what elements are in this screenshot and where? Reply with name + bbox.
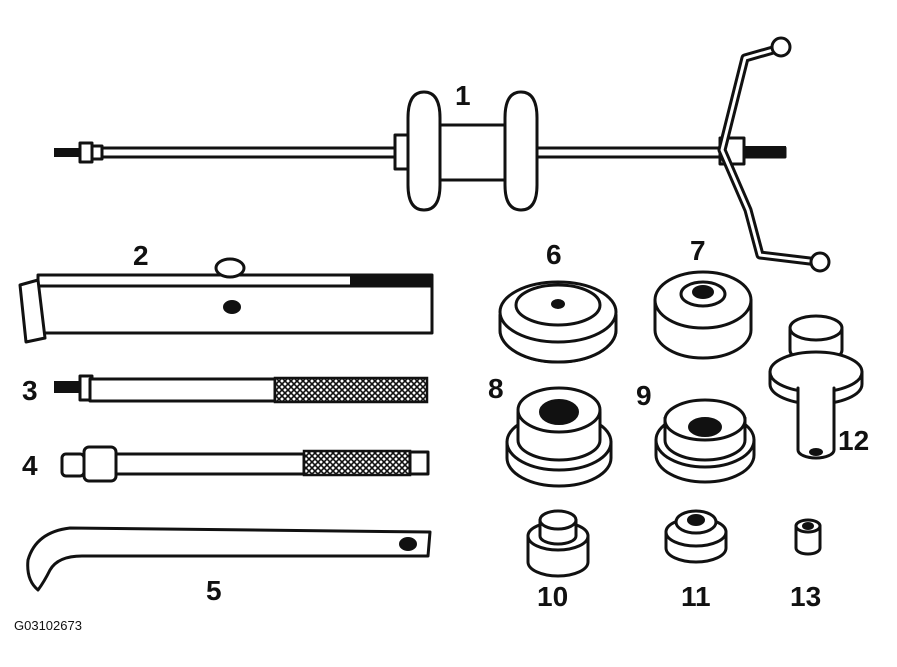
bushing-8 <box>505 386 613 488</box>
plug-10 <box>526 509 590 578</box>
extension-rod-nut <box>60 445 430 483</box>
label-part-4: 4 <box>22 450 38 481</box>
slide-hammer <box>54 36 831 273</box>
label-part-13: 13 <box>790 581 821 612</box>
label-part-5: 5 <box>206 575 222 606</box>
pin-12 <box>768 314 864 460</box>
label-part-12: 12 <box>838 425 869 456</box>
label-part-8: 8 <box>488 373 504 404</box>
label-part-6: 6 <box>546 239 562 270</box>
label-part-11: 11 <box>681 581 711 612</box>
label-part-2: 2 <box>133 240 149 271</box>
hook-tool <box>26 526 432 592</box>
collar-13 <box>794 518 822 556</box>
label-part-1: 1 <box>455 80 471 111</box>
adapter-bar <box>18 257 434 344</box>
sleeve-7 <box>653 270 753 360</box>
bushing-9 <box>654 398 756 484</box>
thrust-disc-6 <box>498 280 618 364</box>
extension-rod <box>54 374 429 404</box>
label-part-3: 3 <box>22 375 38 406</box>
figure-code: G03102673 <box>14 618 82 633</box>
label-part-9: 9 <box>636 380 652 411</box>
label-part-10: 10 <box>537 581 568 612</box>
ring-11 <box>664 509 728 564</box>
label-part-7: 7 <box>690 235 706 266</box>
